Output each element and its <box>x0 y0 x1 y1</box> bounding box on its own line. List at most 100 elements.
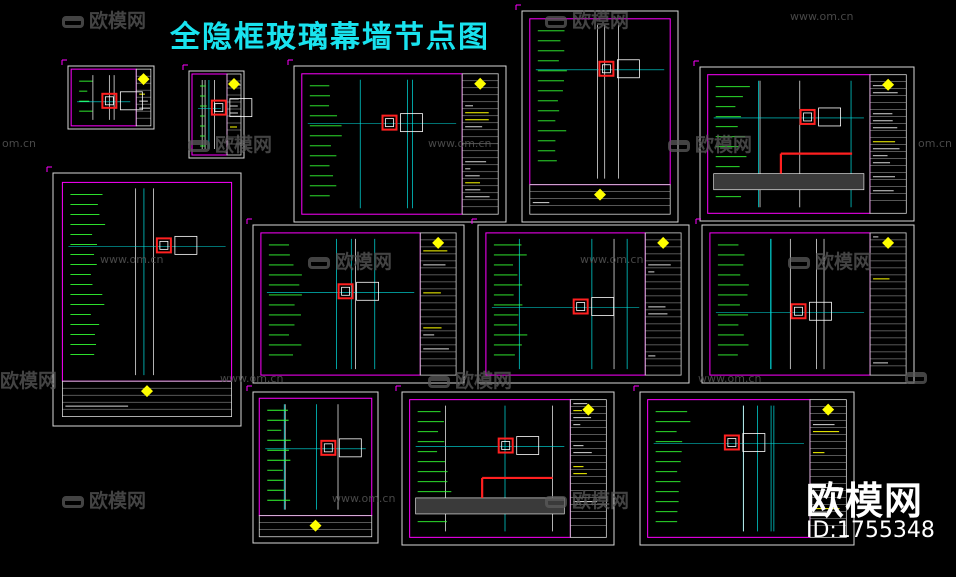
mullion-section <box>790 303 807 320</box>
drawing-title: 全隐框玻璃幕墙节点图 <box>170 20 490 55</box>
mullion-inner <box>341 286 350 296</box>
mullion-inner <box>727 438 737 447</box>
watermark-url: om.cn <box>918 137 952 150</box>
yellow-diamond-stamp-icon <box>594 188 606 201</box>
concrete-slab <box>713 173 865 191</box>
watermark-brand-text: 欧模网 <box>572 490 630 512</box>
title-block <box>869 232 907 376</box>
watermark-brand: 欧模网 <box>788 247 872 274</box>
watermark-brand-text: 欧模网 <box>815 251 873 273</box>
watermark-url: om.cn <box>2 137 36 150</box>
brand-logo-text: 欧模网 <box>806 479 924 523</box>
yellow-diamond-stamp-icon <box>882 236 895 249</box>
mullion-section <box>572 298 589 315</box>
mullion-inner <box>501 441 511 450</box>
yellow-diamond-stamp-icon <box>137 73 150 86</box>
sofa-logo-icon <box>308 256 330 269</box>
watermark-brand: 欧模网 <box>62 6 146 33</box>
sheet-drawing-frame <box>70 68 137 127</box>
watermark-brand: 欧模网 <box>0 366 57 393</box>
bracket-profile <box>617 59 640 79</box>
sheet-border <box>699 66 915 222</box>
yellow-diamond-stamp-icon <box>474 77 487 90</box>
mullion-inner <box>323 443 333 453</box>
sofa-logo-icon <box>668 139 690 152</box>
bracket-profile <box>229 98 253 118</box>
sofa-logo-icon <box>788 256 810 269</box>
watermark-brand-text: 欧模网 <box>455 370 513 392</box>
yellow-diamond-stamp-icon <box>657 236 670 249</box>
title-block <box>529 184 671 215</box>
watermark-brand-text: 欧模网 <box>695 134 753 156</box>
concrete-slab <box>415 497 565 515</box>
watermark-url: www.om.cn <box>332 492 396 505</box>
yellow-diamond-stamp-icon <box>882 78 895 91</box>
sheet-border <box>188 70 245 159</box>
sheet-border <box>52 172 242 427</box>
sofa-logo-icon <box>545 15 567 28</box>
mullion-section <box>337 283 354 300</box>
sofa-logo-icon <box>62 15 84 28</box>
bracket-profile <box>119 91 143 111</box>
sheet-border <box>67 65 155 130</box>
title-block <box>809 399 847 538</box>
yellow-diamond-stamp-icon <box>822 403 835 416</box>
bracket-profile <box>818 107 842 127</box>
title-block <box>869 74 907 214</box>
sheet-drawing-frame <box>529 18 671 186</box>
sofa-logo-icon <box>188 139 210 152</box>
bracket-profile <box>516 436 540 455</box>
sofa-logo-icon <box>428 375 450 388</box>
sofa-logo-icon <box>62 495 84 508</box>
watermark-brand <box>905 366 932 388</box>
mullion-inner <box>214 103 224 113</box>
watermark-url: www.om.cn <box>790 10 854 23</box>
watermark-url: www.om.cn <box>220 372 284 385</box>
yellow-diamond-stamp-icon <box>432 236 445 249</box>
mullion-section <box>598 60 615 77</box>
bracket-profile <box>400 113 423 133</box>
mullion-inner <box>576 302 586 311</box>
watermark-brand: 欧模网 <box>545 486 629 513</box>
mullion-section <box>723 434 740 451</box>
watermark-brand-text: 欧模网 <box>335 251 393 273</box>
brand-id-text: ID:1755348 <box>806 518 935 543</box>
mullion-section <box>799 108 816 125</box>
sheet-border <box>639 391 855 546</box>
watermark-brand: 欧模网 <box>308 247 392 274</box>
title-block <box>226 73 242 156</box>
watermark-brand: 欧模网 <box>188 130 272 157</box>
sofa-logo-icon <box>545 495 567 508</box>
watermark-brand: 欧模网 <box>545 6 629 33</box>
watermark-url: www.om.cn <box>428 137 492 150</box>
title-block <box>644 232 682 376</box>
mullion-inner <box>794 306 803 316</box>
watermark-brand-text: 欧模网 <box>0 370 58 392</box>
mullion-inner <box>104 96 114 106</box>
yellow-diamond-stamp-icon <box>582 403 595 416</box>
sheet-drawing-frame <box>61 181 233 382</box>
sheet-border <box>521 10 679 223</box>
sheet-border <box>293 65 507 223</box>
yellow-diamond-stamp-icon <box>141 385 153 398</box>
sheet-border <box>252 224 465 384</box>
sheet-border <box>477 224 690 384</box>
title-block <box>258 515 373 538</box>
bracket-profile <box>174 235 198 255</box>
watermark-brand-text: 欧模网 <box>215 134 273 156</box>
watermark-brand-text: 欧模网 <box>572 10 630 32</box>
sofa-logo-icon <box>905 371 927 384</box>
mullion-section <box>210 99 227 116</box>
bracket-profile <box>338 438 362 458</box>
bracket-profile <box>742 433 766 452</box>
bracket-profile <box>809 301 832 321</box>
watermark-brand-text: 欧模网 <box>89 490 147 512</box>
title-block <box>62 380 232 417</box>
title-block <box>135 68 152 127</box>
watermark-url: www.om.cn <box>698 372 762 385</box>
mullion-inner <box>602 64 611 74</box>
bracket-profile <box>356 281 379 301</box>
watermark-brand-text: 欧模网 <box>89 10 147 32</box>
